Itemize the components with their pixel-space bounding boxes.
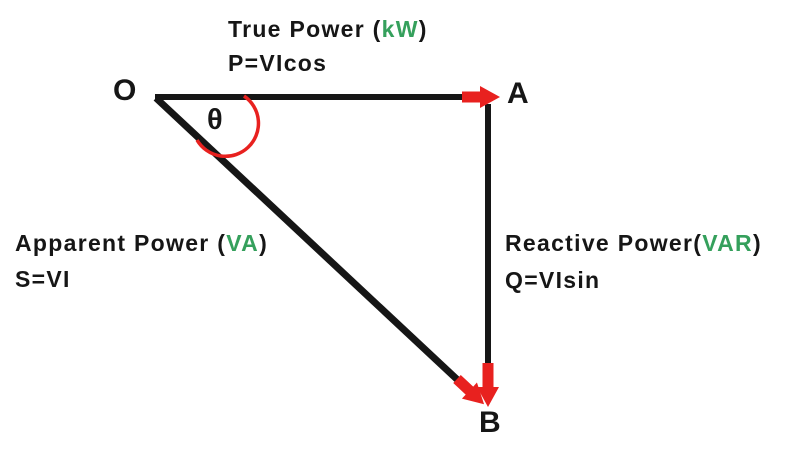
reactive-power-name: Reactive Power( [505,230,703,256]
true-power-unit: kW [381,16,419,42]
vertex-o: O [113,74,137,107]
reactive-power-close: ) [752,230,762,256]
vertex-a: A [507,77,529,110]
apparent-power-unit: VA [226,230,260,256]
true-power-name: True Power ( [228,16,382,42]
apparent-power-name: Apparent Power ( [15,230,227,256]
true-power-close: ) [418,16,428,42]
vertex-b: B [479,406,501,439]
reactive-power-unit: VAR [702,230,753,256]
reactive-power-label: Reactive Power(VAR) [505,230,762,256]
true-power-formula: P=VIcos [228,50,328,76]
true-power-label: True Power (kW) [228,16,428,42]
theta-symbol: θ [207,104,223,136]
arrow-a-icon [462,86,500,108]
apparent-power-formula: S=VI [15,266,71,292]
arrow-b-diagonal-icon [453,374,485,405]
apparent-power-line [153,95,465,387]
apparent-power-close: ) [259,230,269,256]
apparent-power-label: Apparent Power (VA) [15,230,269,256]
angle-arc [195,94,261,159]
reactive-power-formula: Q=VIsin [505,267,601,293]
arrow-b-vertical-icon [477,363,499,407]
